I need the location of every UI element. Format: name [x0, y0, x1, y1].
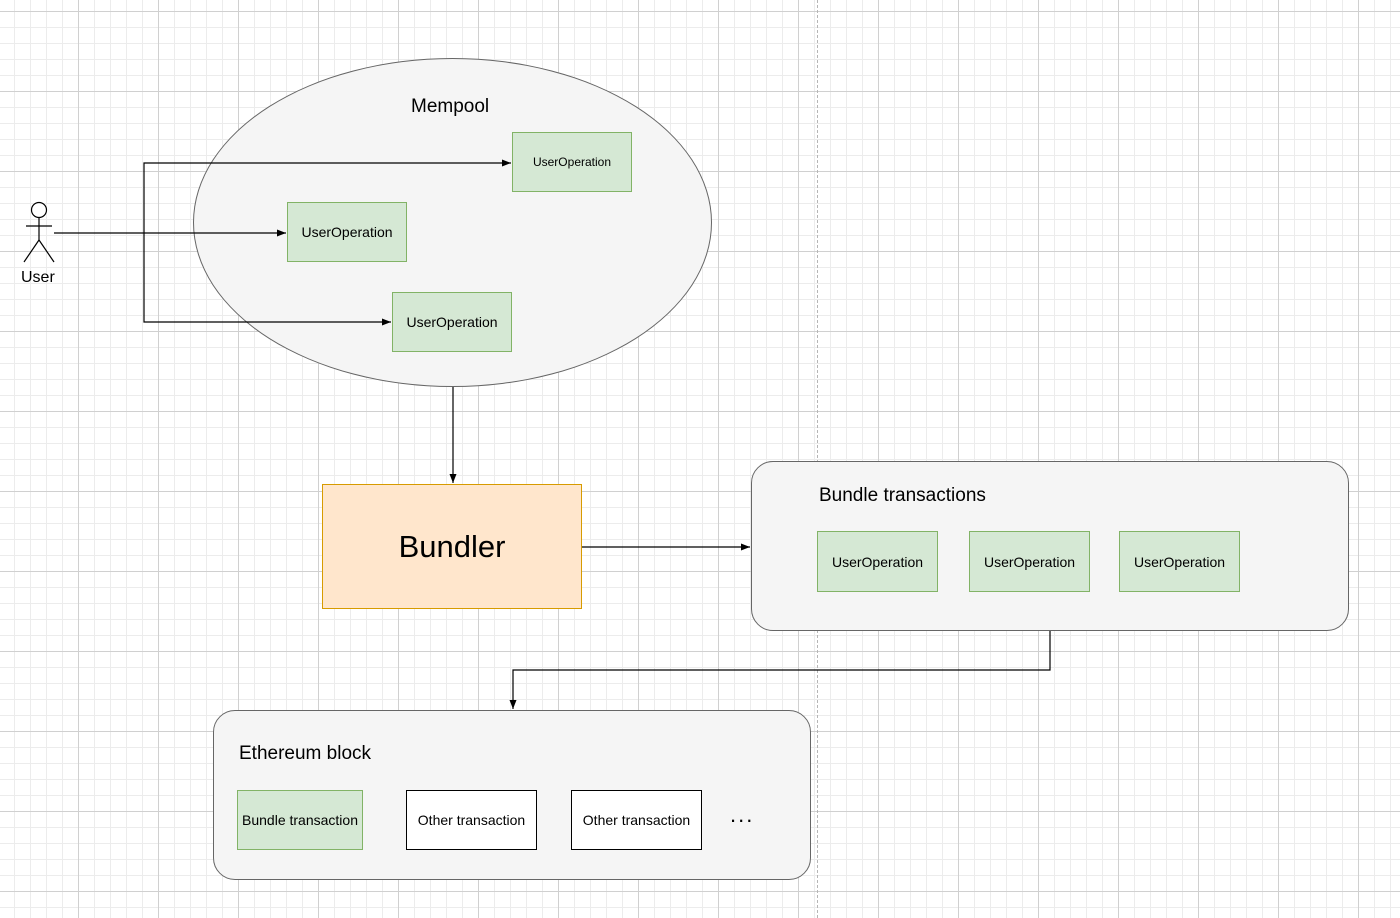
user-label: User	[21, 269, 55, 286]
bundle-user-operation[interactable]: UserOperation	[817, 531, 938, 592]
page-break-line	[817, 0, 818, 918]
mempool-user-operation[interactable]: UserOperation	[392, 292, 512, 352]
bundler-box[interactable]: Bundler	[322, 484, 582, 609]
more-transactions-ellipsis: ...	[730, 802, 755, 827]
bundle-transactions-title: Bundle transactions	[819, 485, 986, 506]
bundle-user-operation[interactable]: UserOperation	[969, 531, 1090, 592]
other-transaction-item[interactable]: Other transaction	[406, 790, 537, 850]
user-actor-icon[interactable]	[21, 200, 59, 266]
ethereum-block-title: Ethereum block	[239, 743, 372, 764]
mempool-user-operation[interactable]: UserOperation	[512, 132, 632, 192]
bundle-transaction-item[interactable]: Bundle transaction	[237, 790, 363, 850]
user-to-top-op-arrow	[143, 159, 511, 233]
bundle-to-block-arrow	[509, 631, 1051, 709]
mempool-title: Mempool	[411, 96, 490, 117]
mempool-user-operation[interactable]: UserOperation	[287, 202, 407, 262]
other-transaction-item[interactable]: Other transaction	[571, 790, 702, 850]
bundle-user-operation[interactable]: UserOperation	[1119, 531, 1240, 592]
user-to-bottom-op-arrow	[143, 233, 391, 326]
